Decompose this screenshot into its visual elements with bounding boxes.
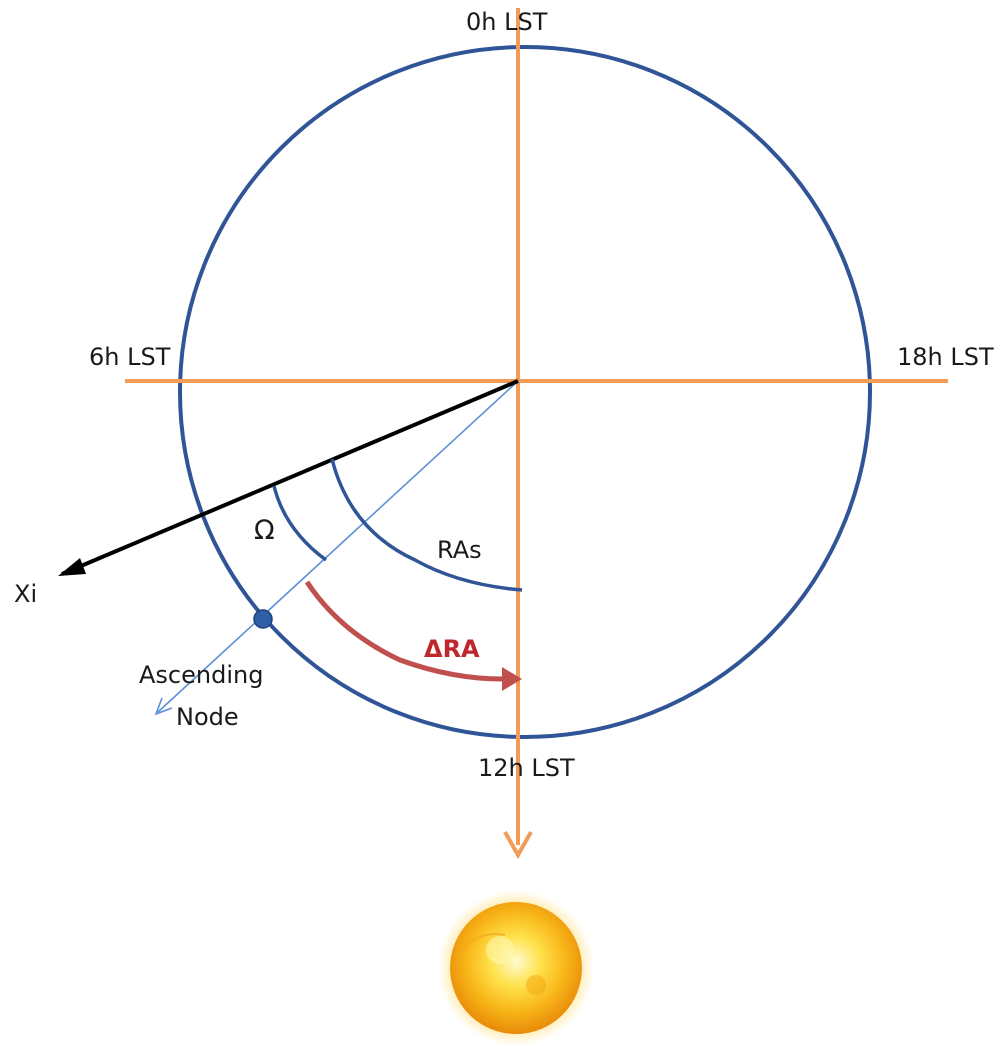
label-node: Node [176, 703, 239, 731]
label-xi: Xi [14, 580, 38, 608]
ascending-node-line [157, 380, 519, 713]
omega-arc [272, 485, 328, 562]
label-ascending: Ascending [139, 661, 264, 689]
ras-arc [330, 458, 523, 592]
label-omega: Ω [254, 515, 275, 546]
label-delta-ra: ΔRA [424, 635, 480, 663]
orbit-circle [178, 45, 872, 739]
ascending-node-dot [253, 609, 273, 629]
label-6h-lst: 6h LST [89, 343, 171, 371]
delta-ra-arrow [304, 580, 509, 682]
xi-arrowhead [58, 558, 86, 576]
label-12h-lst: 12h LST [478, 754, 575, 782]
xi-axis [61, 379, 519, 576]
sun-icon [438, 890, 594, 1046]
label-0h-lst: 0h LST [466, 8, 548, 36]
lst-axis-arrowhead [503, 831, 533, 860]
ascending-node-arrowhead [154, 697, 173, 716]
delta-ra-arrowhead [502, 667, 522, 691]
label-ras: RAs [437, 536, 482, 564]
label-18h-lst: 18h LST [897, 343, 994, 371]
